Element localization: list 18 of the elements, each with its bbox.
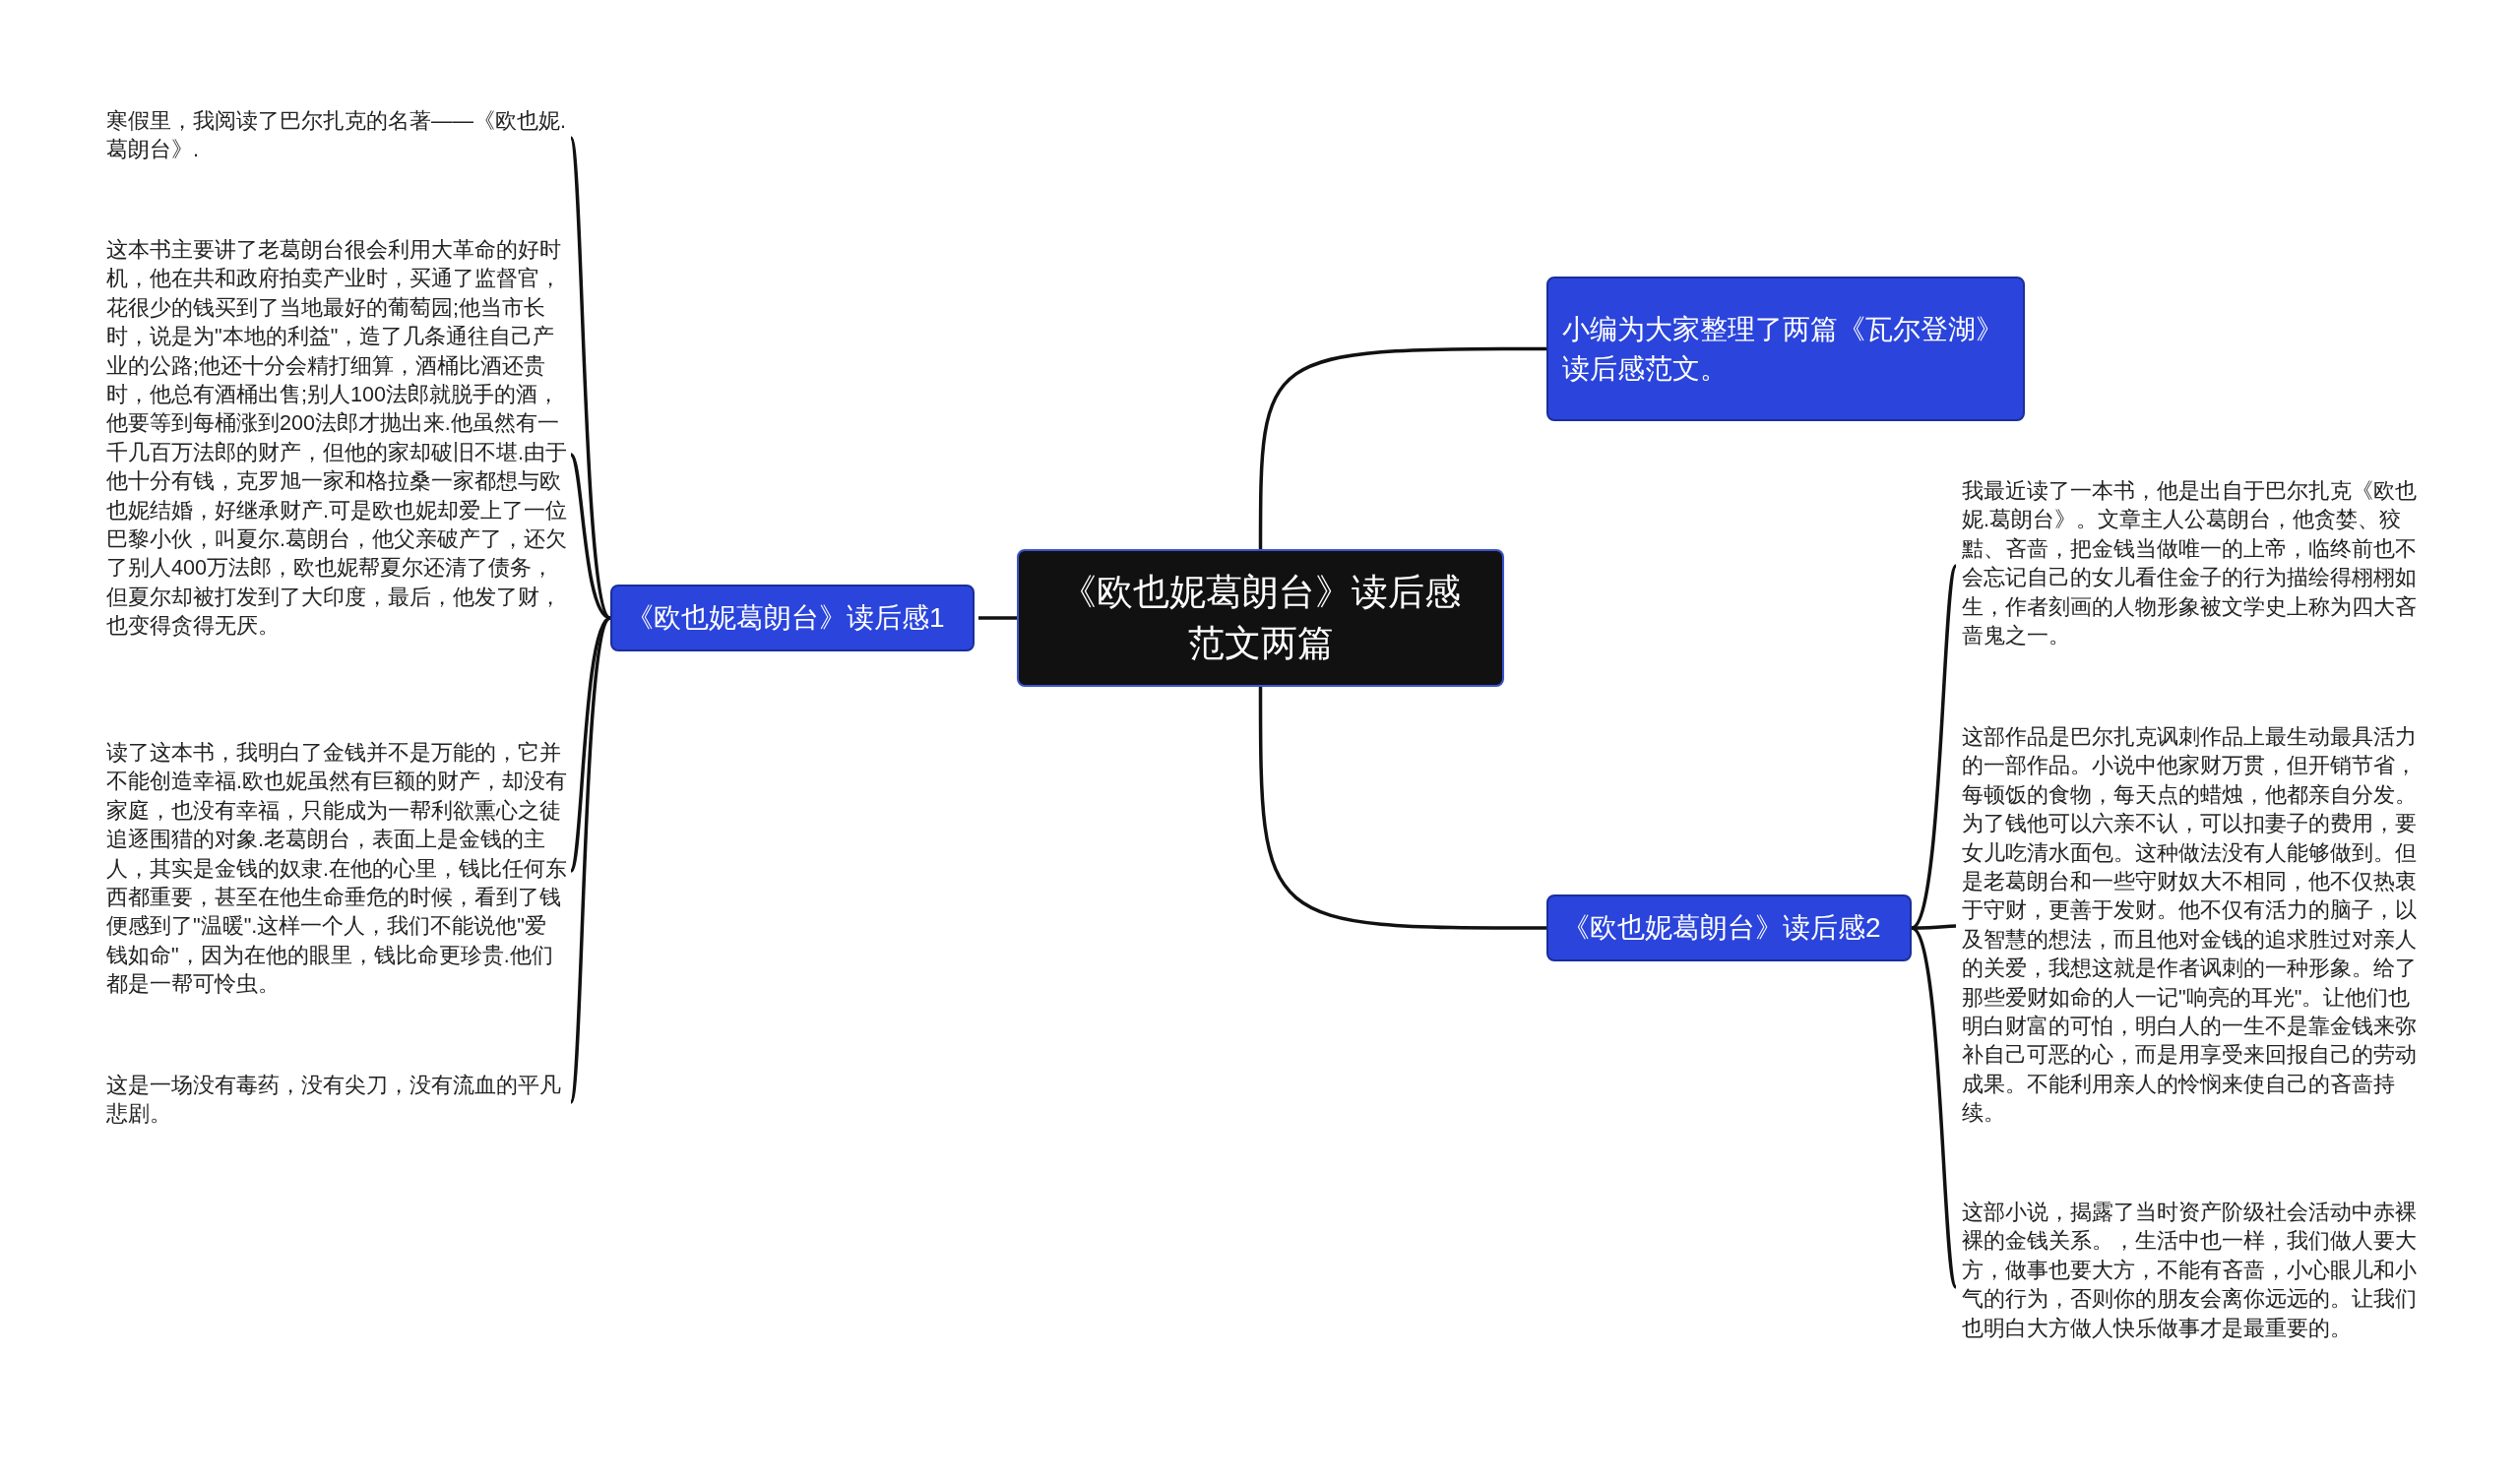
note-text: 寒假里，我阅读了巴尔扎克的名著——《欧也妮.葛朗台》. [106, 107, 567, 165]
central-topic-box: 《欧也妮葛朗台》读后感范文两篇 [1017, 549, 1504, 687]
note-text: 我最近读了一本书，他是出自于巴尔扎克《欧也妮.葛朗台》。文章主人公葛朗台，他贪婪、狡黠、吝啬，把金钱当做唯一的上帝，临终前也不会忘记自己的女儿看住金子的行为描绘得栩栩如生，作者刻画的人物形象被文学史上称为四大吝啬鬼之一。 [1962, 477, 2423, 651]
note-text: 读了这本书，我明白了金钱并不是万能的，它并不能创造幸福.欧也妮虽然有巨额的财产，却没有家庭，也没有幸福，只能成为一帮利欲熏心之徒追逐围猎的对象.老葛朗台，表面上是金钱的主人，其实是金钱的奴隶.在他的心里，钱比任何东西都重要，甚至在他生命垂危的时候，看到了钱便感到了"温暖".这样一个人，我们不能说他"爱钱如命"，因为在他的眼里，钱比命更珍贵.他们都是一帮可怜虫。 [106, 739, 567, 1000]
topic-box: 《欧也妮葛朗台》读后感2 [1546, 894, 1912, 961]
connector-line [1258, 346, 1546, 549]
note-text: 这部作品是巴尔扎克讽刺作品上最生动最具活力的一部作品。小说中他家财万贯，但开销节省，每顿饭的食物，每天点的蜡烛，他都亲自分发。为了钱他可以六亲不认，可以扣妻子的费用，要女儿吃清水面包。这种做法没有人能够做到。但是老葛朗台和一些守财奴大不相同，他不仅热衷于守财，更善于发财。他不仅有活力的脑子，以及智慧的想法，而且他对金钱的追求胜过对亲人的关爱，我想这就是作者讽刺的一种形象。给了那些爱财如命的人一记"响亮的耳光"。让他们也明白财富的可怕，明白人的一生不是靠金钱来弥补自己可恶的心，而是用享受来回报自己的劳动成果。不能利用亲人的怜悯来使自己的吝啬持续。 [1962, 723, 2423, 1129]
connector-line [978, 616, 1017, 620]
connector-line [569, 453, 611, 620]
note-text: 这部小说，揭露了当时资产阶级社会活动中赤裸裸的金钱关系。，生活中也一样，我们做人要大方，做事也要大方，不能有吝啬，小心眼儿和小气的行为，否则你的朋友会离你远远的。让我们也明白大方做人快乐做事才是最重要的。 [1962, 1199, 2423, 1344]
connector-line [1258, 687, 1546, 930]
connector-line [569, 617, 612, 1103]
note-text: 这是一场没有毒药，没有尖刀，没有流血的平凡悲剧。 [106, 1072, 567, 1130]
note-text: 这本书主要讲了老葛朗台很会利用大革命的好时机，他在共和政府拍卖产业时，买通了监督官，花很少的钱买到了当地最好的葡萄园;他当市长时，说是为"本地的利益"，造了几条通往自己产业的公路;他还十分会精打细算，酒桶比酒还贵时，他总有酒桶出售;别人100法郎就脱手的酒，他要等到每桶涨到200法郎才抛出来.他虽然有一千几百万法郎的财产，但他的家却破旧不堪.由于他十分有钱，克罗旭一家和格拉桑一家都想与欧也妮结婚，好继承财产.可是欧也妮却爱上了一位巴黎小伙，叫夏尔.葛朗台，他父亲破产了，还欠了别人400万法郎，欧也妮帮夏尔还清了债务，但夏尔却被打发到了大印度，最后，他发了财，也变得贪得无厌。 [106, 236, 567, 642]
topic-box: 小编为大家整理了两篇《瓦尔登湖》读后感范文。 [1546, 277, 2025, 421]
topic-box: 《欧也妮葛朗台》读后感1 [610, 585, 975, 651]
connector-line [1910, 926, 1958, 1288]
connector-line [569, 137, 612, 619]
